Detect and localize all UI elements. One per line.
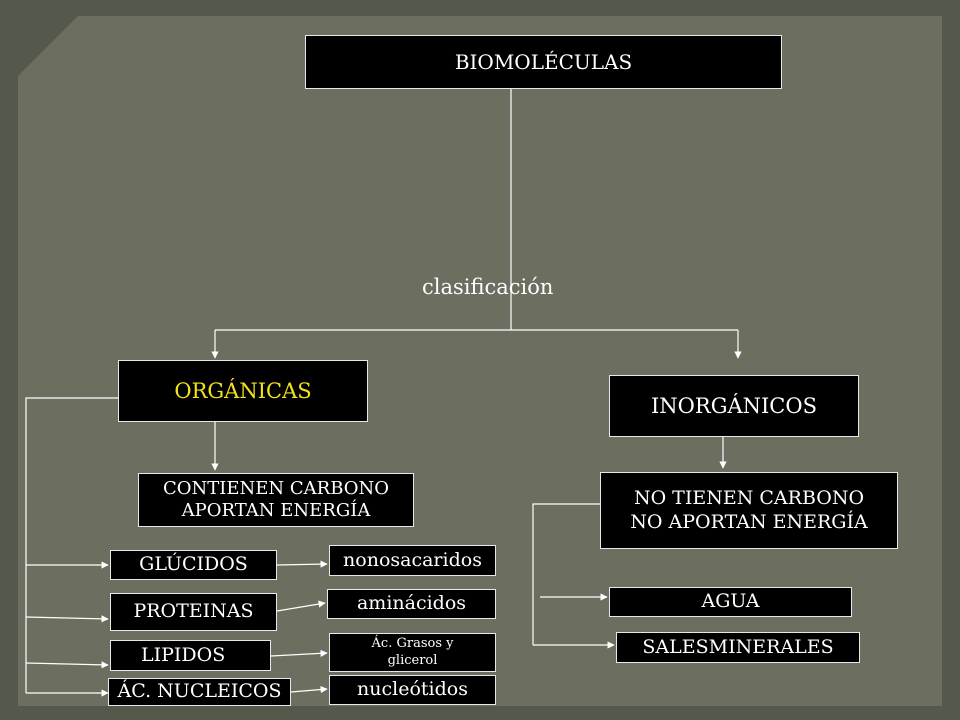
edge-label-clasificacion: clasificación: [422, 275, 554, 299]
node-sales-minerales: SALESMINERALES: [616, 632, 860, 663]
unit-aminacidos: aminácidos: [327, 589, 496, 619]
node-lipidos: LIPIDOS: [110, 640, 271, 671]
arrow-proteinas: [25, 615, 109, 623]
unit-acidos-grasos-glicerol: Ác. Grasos y glicerol: [329, 633, 496, 672]
organicas-description: CONTIENEN CARBONO APORTAN ENERGÍA: [138, 473, 414, 527]
node-proteinas: PROTEINAS: [110, 593, 277, 631]
arrow-proteinas-unit: [276, 600, 326, 612]
arrow-lipidos-unit: [270, 649, 328, 657]
arrow-nucleicos-unit: [290, 685, 328, 694]
organicas-bracket: [25, 397, 118, 693]
root-node-biomoleculas: BIOMOLÉCULAS: [305, 35, 782, 89]
unit-nucleotidos: nucleótidos: [329, 675, 496, 705]
node-organicas: ORGÁNICAS: [118, 360, 368, 422]
arrow-lipidos: [25, 661, 109, 669]
node-acidos-nucleicos: ÁC. NUCLEICOS: [108, 678, 291, 706]
arrow-glucidos-unit: [276, 560, 328, 568]
node-agua: AGUA: [609, 587, 852, 617]
node-glucidos: GLÚCIDOS: [110, 550, 277, 580]
node-inorganicos: INORGÁNICOS: [609, 375, 859, 437]
unit-nonosacaridos: nonosacaridos: [329, 545, 496, 576]
inorganicos-description: NO TIENEN CARBONO NO APORTAN ENERGÍA: [600, 472, 898, 549]
inorganicos-bracket: [532, 503, 600, 645]
